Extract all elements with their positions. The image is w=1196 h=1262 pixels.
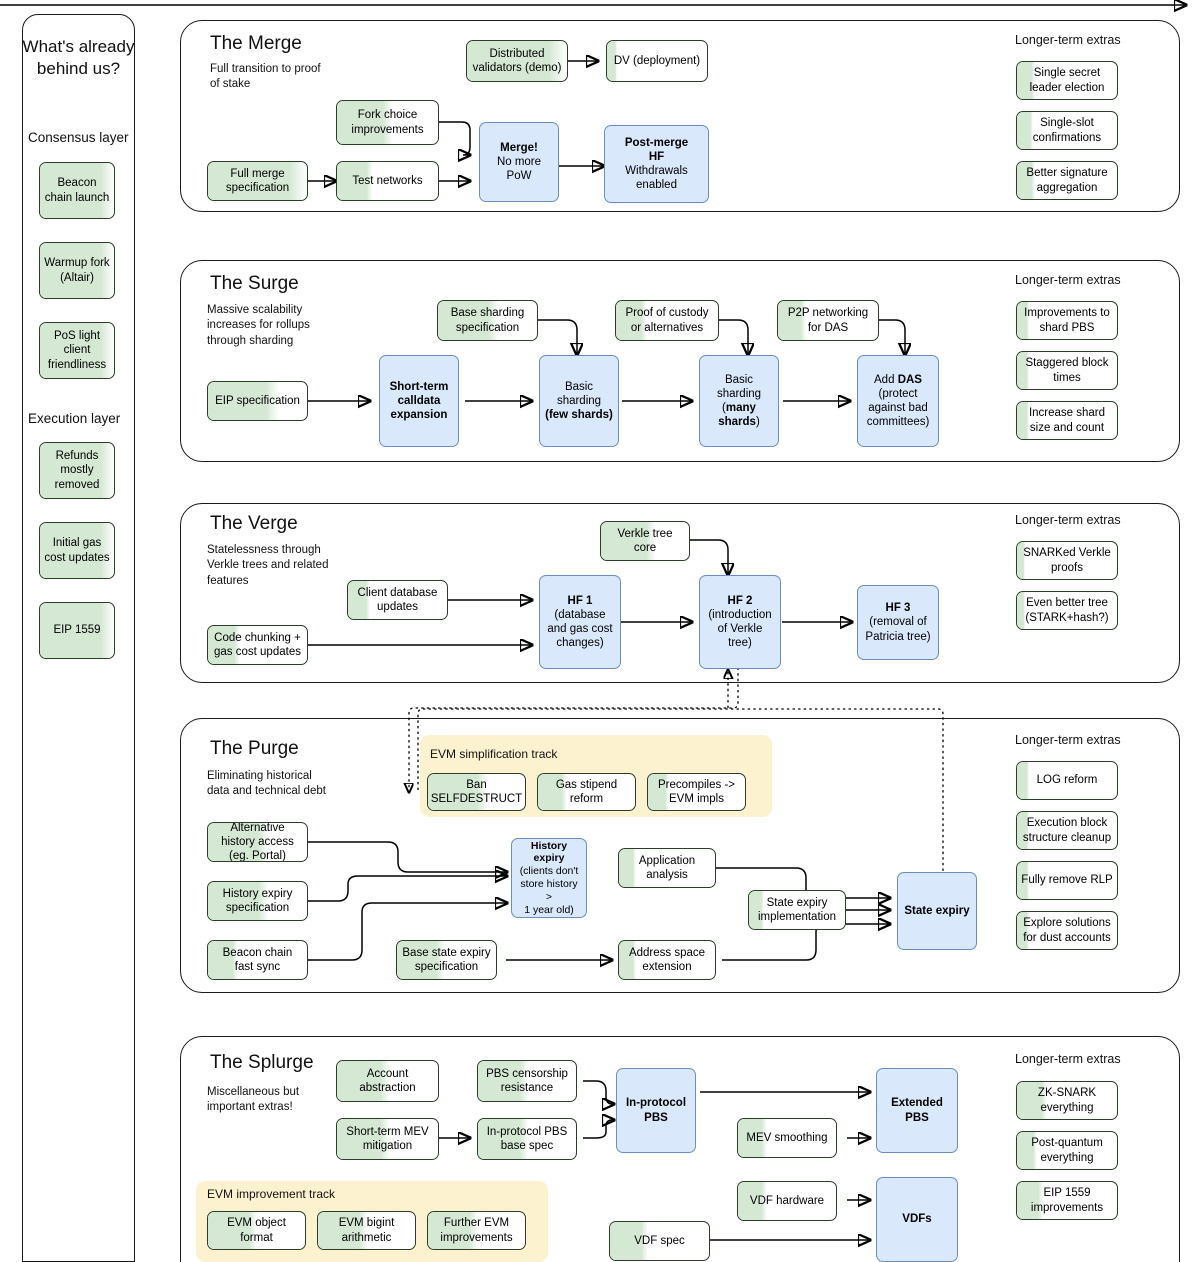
node-code-chunking-gas-cost-updates[interactable]: Code chunking + gas cost updates [207,625,308,665]
sidebar-item-beacon-chain-launch[interactable]: Beacon chain launch [39,162,115,219]
sidebar-item-initial-gas-cost-updates[interactable]: Initial gas cost updates [39,522,115,579]
node-ban-selfdestruct[interactable]: Ban SELFDESTRUCT [427,773,526,811]
panel-title-splurge: The Splurge [210,1052,314,1073]
sidebar-item-pos-light-client-friendliness[interactable]: PoS light client friendliness [39,322,115,379]
node-client-database-updates[interactable]: Client database updates [347,580,448,620]
node-mev-smoothing[interactable]: MEV smoothing [737,1118,837,1158]
node-eip-specification[interactable]: EIP specification [207,381,308,421]
node-distributed-validators-demo[interactable]: Distributed validators (demo) [466,40,568,82]
panel-title-merge: The Merge [210,33,302,54]
extra-zk-snark-everything[interactable]: ZK-SNARK everything [1016,1081,1118,1120]
extra-even-better-tree[interactable]: Even better tree (STARK+hash?) [1016,591,1118,630]
extras-title-surge: Longer-term extras [1015,273,1121,287]
extras-title-purge: Longer-term extras [1015,733,1121,747]
sidebar-item-refunds-mostly-removed[interactable]: Refunds mostly removed [39,442,115,499]
node-alternative-history-access[interactable]: Alternative history access (eg. Portal) [207,822,308,862]
node-vdf-spec[interactable]: VDF spec [609,1221,710,1261]
node-state-expiry-implementation[interactable]: State expiry implementation [748,890,846,930]
node-verkle-tree-core[interactable]: Verkle tree core [600,521,690,561]
evm-improvement-track-title: EVM improvement track [207,1187,336,1201]
sidebar-item-warmup-fork-altair[interactable]: Warmup fork (Altair) [39,242,115,299]
panel-subtitle-surge: Massive scalability increases for rollup… [207,304,310,347]
node-history-expiry-specification[interactable]: History expiry specification [207,881,308,921]
evm-simplification-track-title: EVM simplification track [430,747,558,761]
node-state-expiry[interactable]: State expiry [897,872,977,950]
node-p2p-networking-for-das[interactable]: P2P networking for DAS [777,300,879,341]
sidebar-item-eip-1559[interactable]: EIP 1559 [39,602,115,659]
extra-better-signature-aggregation[interactable]: Better signature aggregation [1016,161,1118,200]
node-beacon-chain-fast-sync[interactable]: Beacon chain fast sync [207,940,308,980]
panel-subtitle-purge: Eliminating historical data and technica… [207,770,326,798]
extra-staggered-block-times[interactable]: Staggered block times [1016,351,1118,390]
extra-single-secret-leader-election[interactable]: Single secret leader election [1016,61,1118,100]
extra-snarked-verkle-proofs[interactable]: SNARKed Verkle proofs [1016,541,1118,580]
node-vdfs[interactable]: VDFs [876,1177,958,1262]
node-full-merge-specification[interactable]: Full merge specification [207,161,308,201]
node-evm-object-format[interactable]: EVM object format [207,1211,306,1250]
extra-execution-block-structure-cleanup[interactable]: Execution block structure cleanup [1016,811,1118,850]
panel-subtitle-splurge: Miscellaneous but important extras! [207,1086,300,1114]
node-pbs-censorship-resistance[interactable]: PBS censorship resistance [477,1060,577,1102]
extras-title-splurge: Longer-term extras [1015,1052,1121,1066]
sidebar-section-label-execution: Execution layer [28,411,121,426]
panel-subtitle-merge: Full transition to proof of stake [210,63,321,91]
node-dv-deployment[interactable]: DV (deployment) [606,40,708,82]
extras-title-verge: Longer-term extras [1015,513,1121,527]
node-base-state-expiry-specification[interactable]: Base state expiry specification [396,940,497,980]
extra-log-reform[interactable]: LOG reform [1016,761,1118,800]
sidebar-section-label-consensus: Consensus layer [28,130,129,145]
panel-title-surge: The Surge [210,273,299,294]
extra-single-slot-confirmations[interactable]: Single-slot confirmations [1016,111,1118,150]
node-evm-bigint-arithmetic[interactable]: EVM bigint arithmetic [317,1211,416,1250]
node-fork-choice-improvements[interactable]: Fork choice improvements [336,100,439,145]
panel-title-purge: The Purge [210,738,299,759]
extra-eip-1559-improvements[interactable]: EIP 1559 improvements [1016,1181,1118,1220]
node-vdf-hardware[interactable]: VDF hardware [737,1181,837,1221]
sidebar-heading: What's already behind us? [22,37,135,79]
extra-fully-remove-rlp[interactable]: Fully remove RLP [1016,861,1118,900]
node-test-networks[interactable]: Test networks [336,161,439,201]
node-base-sharding-specification[interactable]: Base sharding specification [437,300,538,341]
node-application-analysis[interactable]: Application analysis [618,848,716,888]
node-proof-of-custody-or-alternatives[interactable]: Proof of custody or alternatives [615,300,719,341]
extra-explore-solutions-for-dust-accounts[interactable]: Explore solutions for dust accounts [1016,911,1118,950]
panel-subtitle-verge: Statelessness through Verkle trees and r… [207,544,329,587]
panel-the-surge [180,260,1180,462]
node-precompiles-to-evm-impls[interactable]: Precompiles -> EVM impls [647,773,746,811]
node-in-protocol-pbs-base-spec[interactable]: In-protocol PBS base spec [477,1118,577,1160]
extra-improvements-to-shard-pbs[interactable]: Improvements to shard PBS [1016,301,1118,340]
node-further-evm-improvements[interactable]: Further EVM improvements [427,1211,526,1250]
node-short-term-mev-mitigation[interactable]: Short-term MEV mitigation [336,1118,439,1160]
node-account-abstraction[interactable]: Account abstraction [336,1060,439,1102]
extra-post-quantum-everything[interactable]: Post-quantum everything [1016,1131,1118,1170]
extra-increase-shard-size-and-count[interactable]: Increase shard size and count [1016,401,1118,440]
node-address-space-extension[interactable]: Address space extension [618,940,716,980]
node-gas-stipend-reform[interactable]: Gas stipend reform [537,773,636,811]
panel-title-verge: The Verge [210,513,298,534]
extras-title-merge: Longer-term extras [1015,33,1121,47]
